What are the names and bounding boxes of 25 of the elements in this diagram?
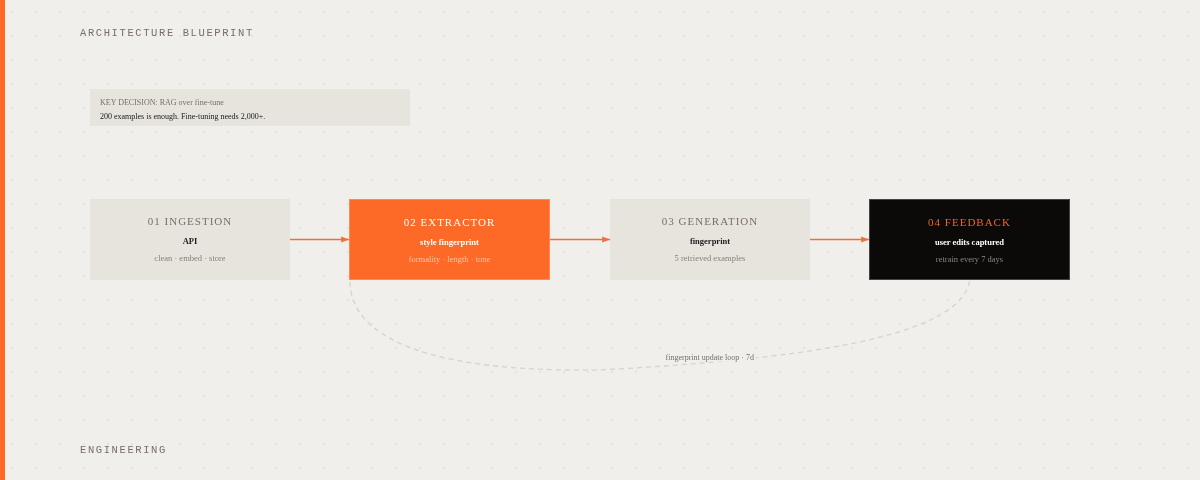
dashed-loop-connector bbox=[349, 280, 971, 371]
arrow bbox=[549, 236, 611, 243]
note-text: 200 examples is enough. Fine-tuning needs 2,000+. bbox=[100, 111, 267, 122]
arrow bbox=[809, 236, 870, 243]
step-title: 01 INGESTION bbox=[147, 214, 233, 228]
step-detail: 5 retrieved examples bbox=[674, 253, 746, 264]
step-detail: clean · embed · store bbox=[154, 253, 226, 264]
step-subtitle: user edits captured bbox=[934, 237, 1005, 248]
step-subtitle: style fingerprint bbox=[420, 237, 479, 248]
step-detail: formality · length · tone bbox=[408, 254, 491, 265]
edge-label: fingerprint update loop · 7d bbox=[663, 352, 756, 362]
process-box bbox=[90, 199, 290, 280]
step-subtitle: fingerprint bbox=[689, 236, 731, 247]
step-detail: retrain every 7 days bbox=[935, 254, 1004, 265]
footer-text: ENGINEERING bbox=[80, 444, 167, 456]
note-heading: KEY DECISION: RAG over fine-tune bbox=[100, 97, 225, 108]
process-box bbox=[869, 199, 1070, 280]
arrow bbox=[289, 236, 350, 243]
process-box bbox=[349, 199, 550, 280]
page-title: ARCHITECTURE BLUEPRINT bbox=[80, 27, 254, 39]
step-title: 03 GENERATION bbox=[661, 214, 759, 228]
step-subtitle: API bbox=[182, 236, 198, 247]
step-title: 04 FEEDBACK bbox=[928, 215, 1011, 229]
process-box bbox=[610, 199, 810, 280]
step-title: 02 EXTRACTOR bbox=[403, 215, 496, 229]
